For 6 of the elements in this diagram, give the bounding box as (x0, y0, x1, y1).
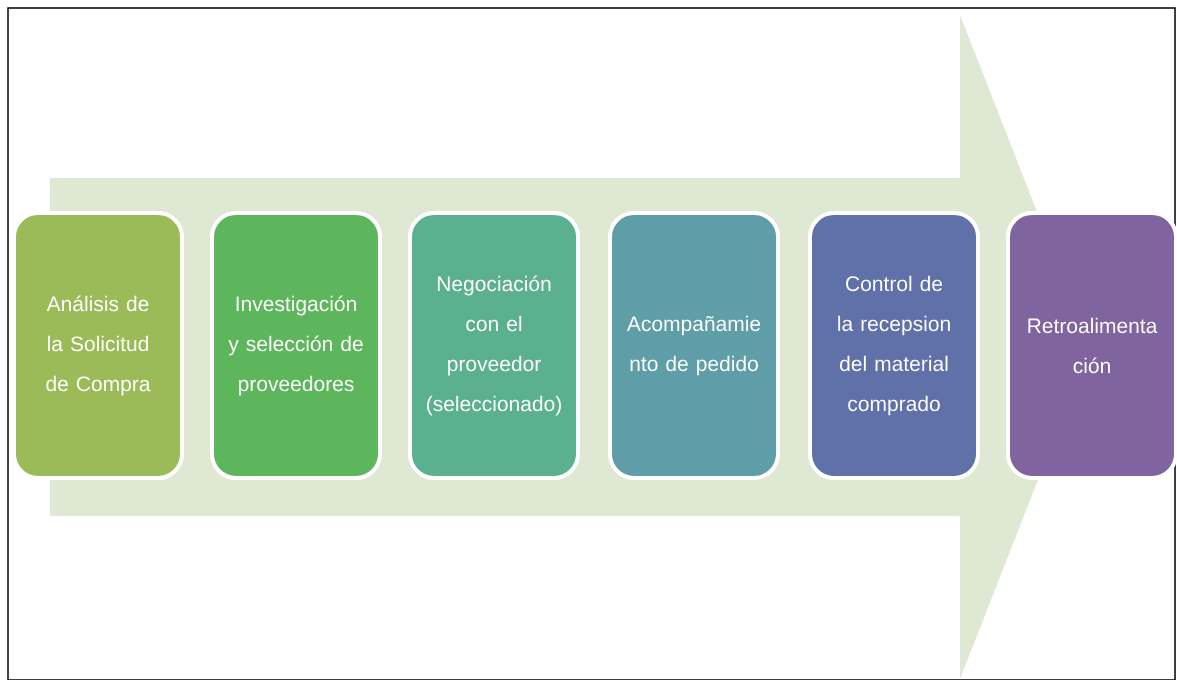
process-box: Control de la recepsion del material comprado (808, 211, 980, 480)
process-box: Negociación con el proveedor (seleccionado) (408, 211, 580, 480)
process-box: Retroalimenta ción (1006, 211, 1177, 480)
process-box: Análisis de la Solicitud de Compra (12, 211, 184, 480)
process-box: Investigación y selección de proveedores (210, 211, 382, 480)
process-box: Acompañamie nto de pedido (608, 211, 780, 480)
